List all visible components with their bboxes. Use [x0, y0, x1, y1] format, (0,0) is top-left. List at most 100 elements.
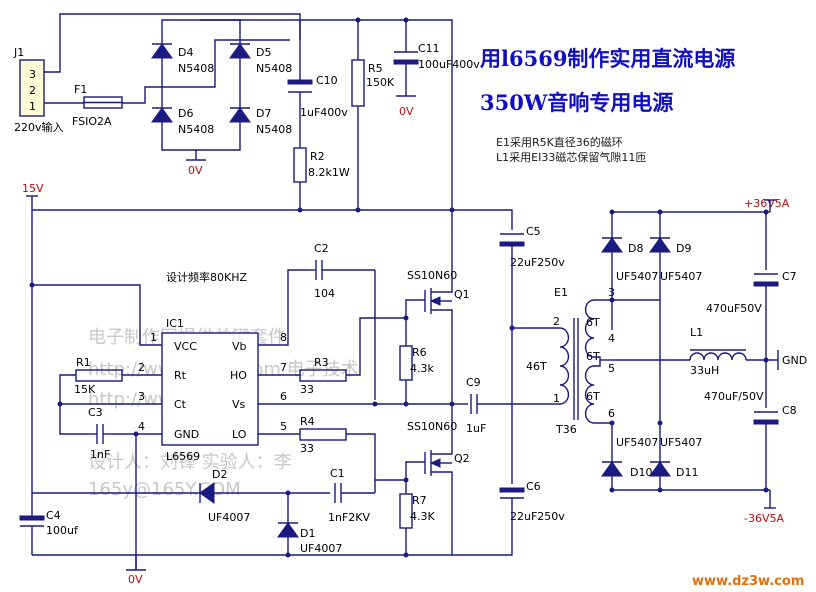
rail-vplus-label: +36V5A [744, 197, 790, 210]
c4-value: 100uf [46, 524, 79, 537]
c11-value: 100uF400v [418, 58, 480, 71]
cap-c10: C10 1uF400v [287, 74, 348, 148]
ic-pin-vs: Vs [232, 398, 246, 411]
d10-value: UF5407 [616, 436, 658, 449]
svg-text:5: 5 [280, 420, 287, 433]
diode-d10: D10 UF5407 [601, 423, 658, 490]
r2-ref: R2 [310, 150, 325, 163]
r2-value: 8.2k1W [308, 166, 350, 179]
l1-value: 33uH [690, 364, 719, 377]
svg-text:4: 4 [608, 332, 615, 345]
diode-d9: D9 UF5407 [649, 212, 702, 423]
q1-ref: Q1 [454, 288, 470, 301]
transformer-e1: E1 2 1 46T 6T 6T 6T T36 3 4 5 6 [526, 286, 615, 436]
freq-note: 设计频率80KHZ [166, 270, 247, 284]
c3-ref: C3 [88, 406, 103, 419]
diode-d5: D5 N5408 [229, 32, 292, 100]
c2-ref: C2 [314, 242, 329, 255]
f1-ref: F1 [74, 83, 87, 96]
bridge-bottom [161, 138, 241, 151]
svg-text:7: 7 [280, 361, 287, 374]
c10-ref: C10 [316, 74, 338, 87]
diode-d8: D8 UF5407 [601, 212, 658, 300]
note-2: L1采用EI33磁芯保留气隙11匝 [496, 150, 646, 164]
c1-ref: C1 [330, 467, 345, 480]
svg-text:1: 1 [150, 331, 157, 344]
j1-pin-3: 3 [29, 68, 36, 81]
bridge-top [161, 19, 241, 32]
r1-value: 15K [74, 383, 96, 396]
mosfet-q1: SS10N60 Q1 [407, 269, 470, 404]
e1-sec3-turns: 6T [586, 390, 600, 403]
resistor-r4: R4 33 [299, 415, 347, 455]
svg-text:6: 6 [608, 407, 615, 420]
c1-value: 1nF2KV [328, 511, 371, 524]
diode-d2: D2 UF4007 [199, 468, 250, 524]
c3-value: 1nF [90, 448, 110, 461]
j1-desc: 220v输入 [14, 120, 64, 134]
r6-ref: R6 [412, 346, 427, 359]
cap-c6: C6 22uF250v [499, 480, 565, 523]
d7-value: N5408 [256, 123, 292, 136]
c6-value: 22uF250v [510, 510, 565, 523]
c7-value: 470uF50V [706, 302, 762, 315]
d6-ref: D6 [178, 107, 193, 120]
resistor-r6: R6 4.3k [399, 318, 434, 404]
d1-ref: D1 [300, 527, 315, 540]
mosfet-q2: SS10N60 Q2 [407, 404, 470, 555]
svg-text:3: 3 [138, 390, 145, 403]
cap-c7: C7 470uF50V [706, 270, 797, 360]
cap-c4: C4 100uf [19, 509, 79, 555]
ic-body [161, 332, 259, 446]
j1-pin-1: 1 [29, 100, 36, 113]
c11-ref: C11 [418, 42, 440, 55]
e1-sec-coil-1 [584, 299, 595, 358]
resistor-r1: R1 15K [74, 356, 123, 396]
svg-text:1: 1 [553, 392, 560, 405]
watermark-line-5: 165y@165Y.COM [88, 479, 241, 500]
cap-c2: C2 104 [310, 242, 375, 300]
inductor-l1: L1 33uH [689, 326, 747, 377]
e1-primary-coil [559, 327, 570, 405]
ic-pin-ct: Ct [174, 398, 187, 411]
ic-pin-rt: Rt [174, 369, 187, 382]
e1-core: T36 [555, 423, 577, 436]
ic-pin-vcc: VCC [174, 340, 197, 353]
gnd-label: GND [782, 354, 807, 367]
r5-value: 150K [366, 76, 395, 89]
r1-ref: R1 [76, 356, 91, 369]
r7-value: 4.3K [410, 510, 435, 523]
diode-d4: D4 N5408 [151, 32, 214, 87]
site-watermark: www.dz3w.com [692, 574, 804, 589]
diode-d7: D7 N5408 [229, 100, 292, 138]
cap-c3: C3 1nF [88, 406, 112, 461]
resistor-r7: R7 4.3K [399, 480, 435, 555]
d5-value: N5408 [256, 62, 292, 75]
d7-ref: D7 [256, 107, 271, 120]
e1-primary-turns: 46T [526, 360, 547, 373]
d2-value: UF4007 [208, 511, 250, 524]
e1-sec-coil-2 [584, 365, 595, 424]
diode-d6: D6 N5408 [151, 87, 214, 138]
d8-ref: D8 [628, 242, 643, 255]
ic-l6569: IC1 L6569 VCC Rt Ct GND Vb HO Vs LO 1 2 … [138, 317, 287, 463]
svg-text:5: 5 [608, 362, 615, 375]
ic-pin-gnd: GND [174, 428, 199, 441]
d9-ref: D9 [676, 242, 691, 255]
resistor-r2: R2 8.2k1W [293, 147, 350, 210]
cap-c11: C11 100uF400v 0V [393, 42, 480, 118]
j1-body [19, 59, 45, 117]
e1-sec1-turns: 6T [586, 316, 600, 329]
c8-value: 470uF/50V [704, 390, 764, 403]
d2-ref: D2 [212, 468, 227, 481]
r3-ref: R3 [314, 356, 329, 369]
c8-ref: C8 [782, 404, 797, 417]
f1-value: FSIO2A [72, 115, 112, 128]
cap-c9: C9 1uF [466, 376, 560, 435]
cap-c5: C5 22uF250v [499, 225, 565, 269]
ground-0v-label: 0V [128, 573, 143, 586]
svg-text:2: 2 [138, 361, 145, 374]
r7-ref: R7 [412, 494, 427, 507]
c2-value: 104 [314, 287, 335, 300]
